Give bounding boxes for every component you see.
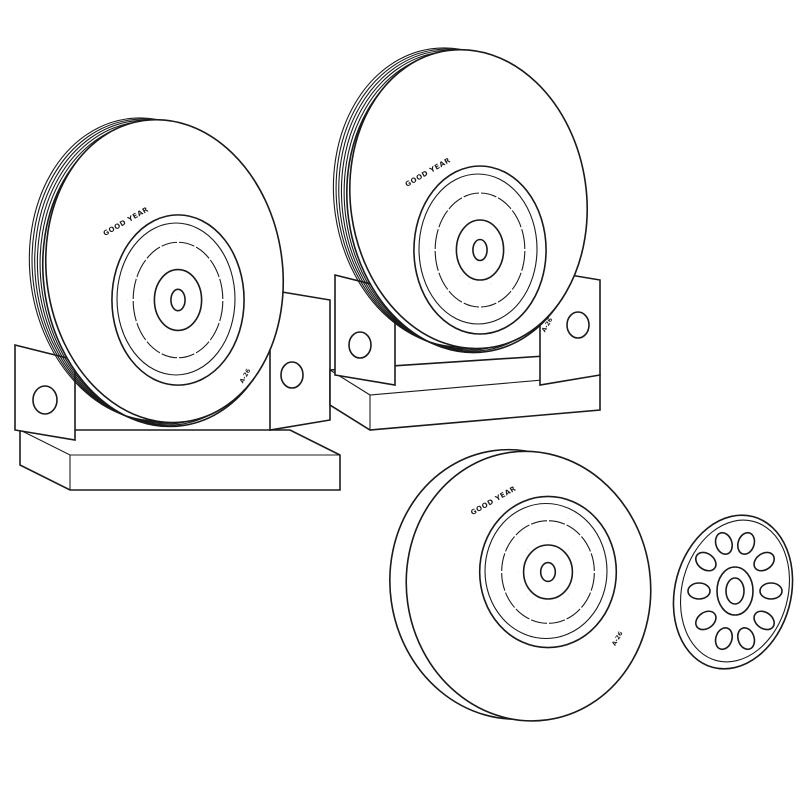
stand-base xyxy=(19,429,341,491)
spoke-fill xyxy=(526,518,538,543)
hubcap-vent xyxy=(695,610,717,631)
spoke-fill xyxy=(203,274,226,287)
spoke-fill xyxy=(130,274,153,287)
axle-hole xyxy=(472,238,488,262)
hubcap-hole xyxy=(725,577,745,605)
spoke-fill xyxy=(130,313,153,326)
spoke-fill xyxy=(197,325,215,347)
spoke-fill xyxy=(489,282,501,310)
stand-left xyxy=(14,289,341,491)
spoke-fill xyxy=(459,282,471,310)
stand-hole xyxy=(566,311,590,339)
spoke-fill xyxy=(510,594,529,614)
spoke-fill xyxy=(443,203,461,226)
hubcap-vent xyxy=(714,627,734,651)
hubcap-vent xyxy=(753,551,775,572)
spoke-fill xyxy=(499,274,517,297)
spoke-fill xyxy=(432,262,455,276)
spoke-fill xyxy=(499,548,522,561)
spoke-fill xyxy=(526,601,538,626)
hubcap-rim-inner xyxy=(679,519,791,663)
stand-hole xyxy=(348,331,372,359)
hubcap-vent xyxy=(687,582,711,600)
spoke-fill xyxy=(558,518,570,543)
stand-hole xyxy=(32,385,58,415)
axle-hole xyxy=(539,561,557,583)
hubcap-vent xyxy=(736,627,756,651)
rim-inner xyxy=(418,173,538,325)
spoke-fill xyxy=(574,583,597,596)
hubcap-vent xyxy=(695,551,717,572)
spoke-fill xyxy=(489,190,501,218)
spoke-fill xyxy=(574,548,597,561)
spoke-fill xyxy=(141,253,159,275)
spoke-fill xyxy=(567,530,586,550)
rim-inner xyxy=(484,502,608,640)
hubcap-vent xyxy=(736,531,756,555)
spoke-fill xyxy=(197,253,215,275)
hubcap xyxy=(672,514,794,670)
spoke-fill xyxy=(558,601,570,626)
hubcap-vent xyxy=(753,610,775,631)
hubcap-vent xyxy=(714,531,734,555)
stand-hole xyxy=(280,361,304,389)
spoke-fill xyxy=(157,239,169,267)
spoke-fill xyxy=(203,313,226,326)
spoke-fill xyxy=(499,583,522,596)
spoke-fill xyxy=(443,274,461,297)
spoke-fill xyxy=(505,224,528,238)
spoke-fill xyxy=(567,594,586,614)
hubcap-vent xyxy=(759,582,783,600)
rim-inner xyxy=(116,222,236,376)
spoke-fill xyxy=(432,224,455,238)
spoke-fill xyxy=(187,239,199,267)
spoke-fill xyxy=(510,530,529,550)
stand-bracket xyxy=(269,289,331,431)
spoke-fill xyxy=(459,190,471,218)
spoke-fill xyxy=(187,333,199,361)
axle-hole xyxy=(170,288,186,312)
spoke-fill xyxy=(499,203,517,226)
spoke-fill xyxy=(141,325,159,347)
spoke-fill xyxy=(505,262,528,276)
spoke-fill xyxy=(157,333,169,361)
